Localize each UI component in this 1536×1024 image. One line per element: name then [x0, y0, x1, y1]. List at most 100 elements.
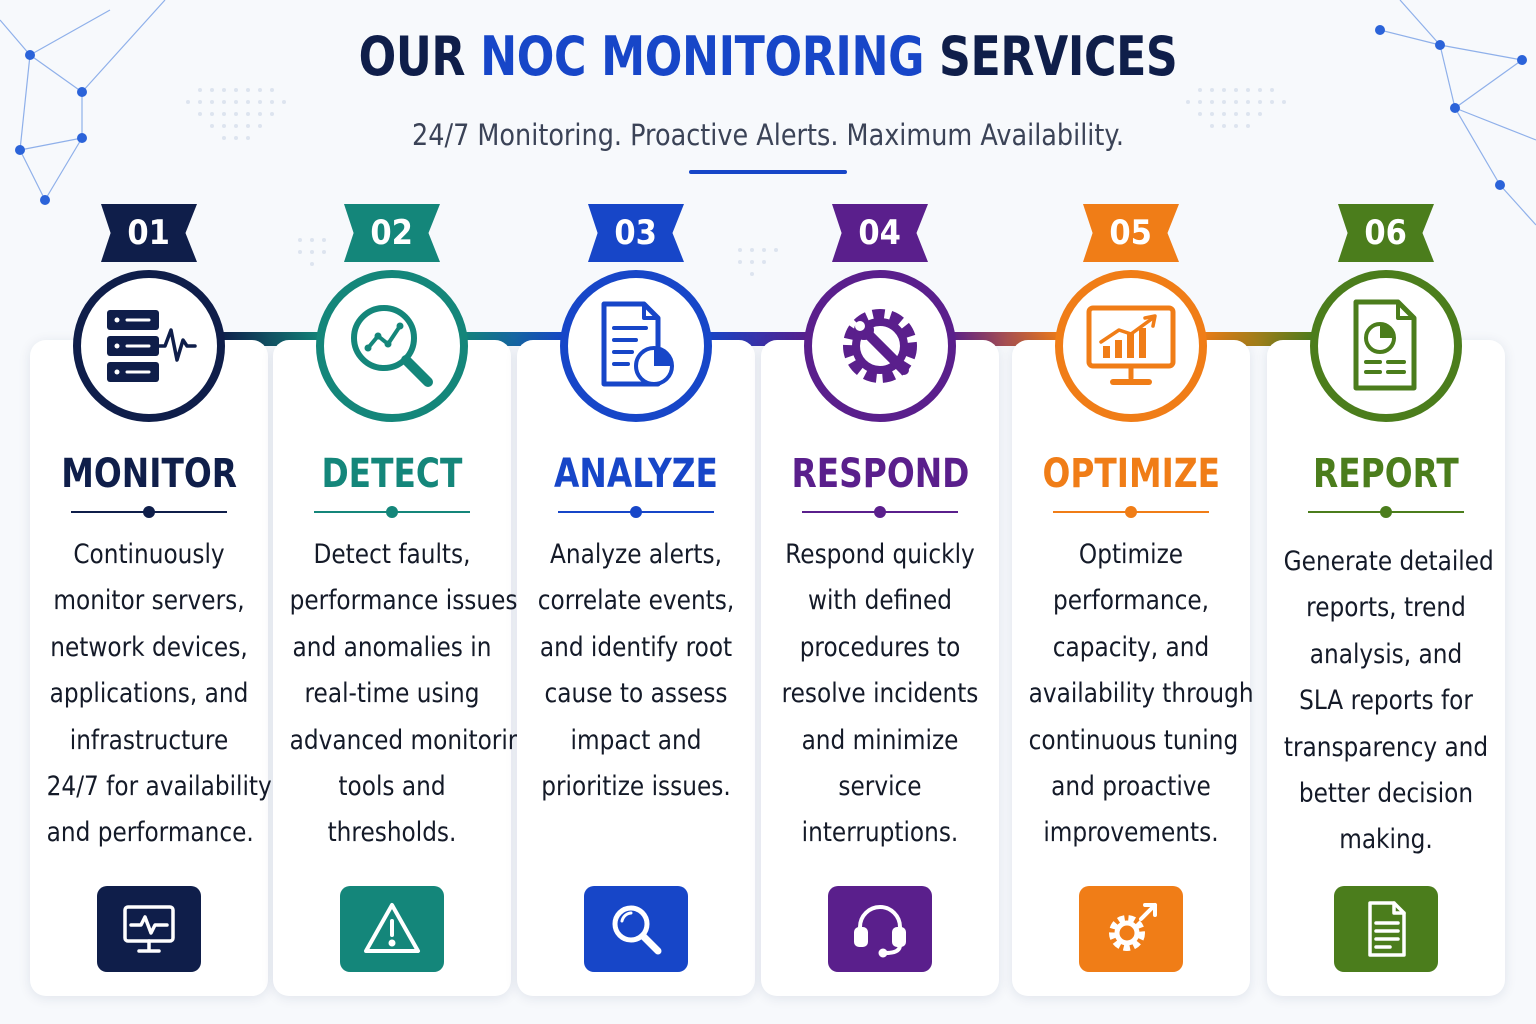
step-number-badge: 05	[1083, 204, 1179, 262]
step-number-badge: 06	[1338, 204, 1434, 262]
step-divider	[1053, 506, 1209, 518]
description-line: advanced monitoring	[289, 724, 538, 756]
description-line: interruptions.	[801, 817, 959, 849]
step-title: RESPOND	[761, 448, 999, 500]
description-line: correlate events,	[537, 585, 735, 617]
description-line: thresholds.	[327, 817, 457, 849]
step-number: 04	[858, 213, 902, 253]
title-underline	[689, 170, 847, 174]
description-line: resolve incidents	[781, 678, 979, 710]
description-line: prioritize issues.	[541, 771, 731, 803]
description-line: with defined	[807, 585, 953, 617]
description-line: and anomalies in	[292, 631, 492, 663]
step-title-text: OPTIMIZE	[1042, 451, 1220, 497]
step-divider	[1308, 506, 1464, 518]
description-line: transparency and	[1283, 731, 1489, 763]
description-line: service	[838, 771, 922, 803]
step-title: MONITOR	[30, 448, 268, 500]
step-title-text: REPORT	[1313, 451, 1459, 497]
divider-dot	[143, 506, 155, 518]
description-line: Respond quickly	[785, 539, 975, 570]
headset-icon	[828, 886, 932, 972]
step-divider	[314, 506, 470, 518]
step-number: 01	[127, 213, 171, 253]
description-line: Continuously	[73, 539, 225, 570]
divider-dot	[630, 506, 642, 518]
step-number: 03	[614, 213, 658, 253]
step-title: OPTIMIZE	[1012, 448, 1250, 500]
report-pie-icon	[560, 270, 712, 422]
description-line: impact and	[570, 724, 702, 756]
step-description: Generate detailed reports, trend analysis,…	[1267, 539, 1505, 864]
step-title: REPORT	[1267, 448, 1505, 500]
step-description: Continuously monitor servers, network devi…	[30, 532, 272, 857]
description-line: 24/7 for availability	[46, 771, 272, 803]
step-title: DETECT	[273, 448, 511, 500]
description-line: making.	[1339, 824, 1433, 856]
page-subtitle: 24/7 Monitoring. Proactive Alerts. Maxim…	[411, 118, 1124, 152]
step-title: ANALYZE	[517, 448, 755, 500]
step-number-badge: 04	[832, 204, 928, 262]
description-line: Generate detailed	[1283, 546, 1494, 577]
monitor-growth-icon	[1055, 270, 1207, 422]
description-line: SLA reports for	[1299, 685, 1473, 717]
page-title: OUR NOC MONITORING SERVICES	[138, 22, 1398, 92]
description-line: applications, and	[49, 678, 249, 710]
description-line: network devices,	[50, 631, 248, 663]
document-icon	[1334, 886, 1438, 972]
step-number: 06	[1364, 213, 1408, 253]
description-line: and minimize	[801, 724, 959, 756]
description-line: and performance.	[46, 817, 254, 849]
step-number-badge: 01	[101, 204, 197, 262]
title-accent: NOC MONITORING	[480, 25, 925, 88]
step-divider	[802, 506, 958, 518]
divider-dot	[874, 506, 886, 518]
description-line: monitor servers,	[53, 585, 245, 617]
step-description: Detect faults, performance issues, and ano…	[273, 532, 538, 857]
step-title-text: MONITOR	[61, 451, 237, 497]
divider-dot	[1125, 506, 1137, 518]
divider-dot	[386, 506, 398, 518]
warning-icon	[340, 886, 444, 972]
step-title-text: RESPOND	[791, 451, 969, 497]
header: OUR NOC MONITORING SERVICES 24/7 Monitor…	[0, 22, 1536, 174]
description-line: Detect faults,	[313, 539, 471, 570]
step-description: Respond quickly with defined procedures to…	[761, 532, 999, 857]
title-part-2: SERVICES	[939, 25, 1178, 88]
gear-wrench-icon	[804, 270, 956, 422]
description-line: analysis, and	[1309, 638, 1463, 670]
description-line: procedures to	[799, 631, 961, 663]
magnifier-trend-icon	[316, 270, 468, 422]
monitor-heartbeat-icon	[97, 886, 201, 972]
step-divider	[71, 506, 227, 518]
description-line: continuous tuning	[1028, 724, 1239, 756]
description-line: reports, trend	[1306, 592, 1466, 624]
description-line: real-time using	[304, 678, 480, 710]
description-line: Optimize	[1078, 539, 1184, 570]
description-line: capacity, and	[1052, 631, 1210, 663]
step-number: 05	[1109, 213, 1153, 253]
description-line: Analyze alerts,	[550, 539, 722, 570]
description-line: availability through	[1028, 678, 1254, 710]
description-line: tools and	[338, 771, 446, 803]
step-description: Analyze alerts, correlate events, and iden…	[517, 532, 755, 810]
description-line: infrastructure	[69, 724, 229, 756]
step-number-badge: 03	[588, 204, 684, 262]
step-number: 02	[370, 213, 414, 253]
step-number-badge: 02	[344, 204, 440, 262]
description-line: better decision	[1298, 778, 1474, 810]
step-divider	[558, 506, 714, 518]
step-title-text: DETECT	[321, 451, 463, 497]
document-chart-icon	[1310, 270, 1462, 422]
description-line: improvements.	[1043, 817, 1219, 849]
search-icon	[584, 886, 688, 972]
gear-arrow-icon	[1079, 886, 1183, 972]
description-line: performance issues,	[289, 585, 525, 617]
description-line: and proactive	[1051, 771, 1211, 803]
description-line: cause to assess	[544, 678, 728, 710]
step-title-text: ANALYZE	[554, 451, 718, 497]
description-line: and identify root	[539, 631, 733, 663]
server-pulse-icon	[73, 270, 225, 422]
divider-dot	[1380, 506, 1392, 518]
